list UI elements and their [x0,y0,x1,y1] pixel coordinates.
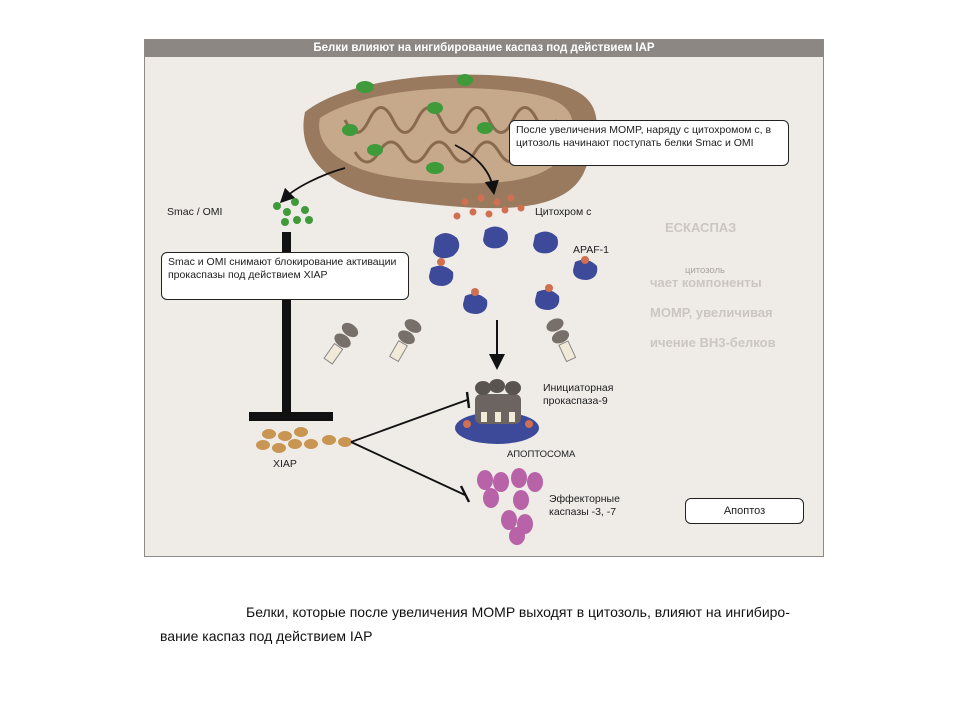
apaf1-label: APAF-1 [573,244,609,256]
apoptosome-label: АПОПТОСОМА [507,449,576,460]
cytochrome-c-cluster [453,194,525,220]
inhibition-bar-cap [249,412,333,421]
caption-line-2: вание каспаз под действием IAP [160,628,373,644]
initiator-label: Инициаторная прокаспаза-9 [543,382,614,407]
smac-release-arrow [279,167,346,204]
figure-title: Белки влияют на ингибирование каспаз под… [145,40,823,57]
diagram-figure: Белки влияют на ингибирование каспаз под… [144,39,824,557]
apaf1-molecules [429,226,598,314]
smac-particle [477,122,493,134]
smac-block-callout: Smac и OMI снимают блокирование активаци… [161,252,409,300]
inhibition-tee [465,391,471,409]
apoptosis-box: Апоптоз [685,498,804,524]
cytosol-label: цитозоль [685,265,725,276]
inhibition-bar-stem [282,232,291,412]
ghost-text: чает компоненты [650,275,762,290]
smac-particle [342,124,358,136]
effector-caspases [477,468,543,545]
figure-caption: Белки, которые после увеличения MOMP вых… [160,600,840,648]
ghost-text: МОМР, увеличивая [650,305,773,320]
momp-callout: После увеличения MOMP, наряду с цитохром… [509,120,789,166]
ghost-text: ичение BH3-белков [650,335,776,350]
ghost-text: ЕСКАСПАЗ [665,220,737,235]
cytochrome-label: Цитохром c [535,206,592,218]
smac-omi-cluster [273,198,313,226]
smac-particle [427,102,443,114]
caption-line-1: Белки, которые после увеличения MOMP вых… [246,604,790,620]
smac-particle [367,144,383,156]
effector-label: Эффекторные каспазы -3, -7 [549,493,620,518]
smac-particle [426,162,444,174]
xiap-cluster [256,427,352,453]
xiap-inhibits-initiator [350,399,468,443]
xiap-inhibits-effector [350,441,466,496]
procaspase-chains [323,318,577,365]
apoptosome [455,379,539,444]
smac-particle [457,74,473,86]
smac-particle [356,81,374,93]
cytochrome-release-arrow [454,144,499,196]
smac-omi-label: Smac / OMI [167,206,223,218]
xiap-label: XIAP [273,458,297,470]
inhibition-tee [459,485,471,503]
